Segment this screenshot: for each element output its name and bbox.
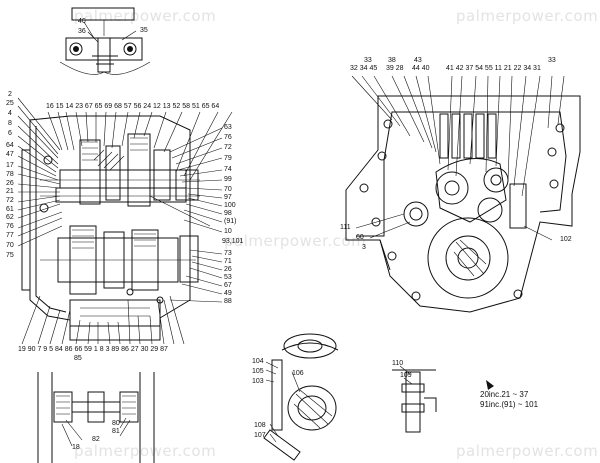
part-label: 26	[6, 180, 14, 187]
part-label: 78	[6, 171, 14, 178]
range-note: 91inc.(91) ~ 101	[480, 400, 539, 409]
part-label: 61	[6, 206, 14, 213]
part-label: 74	[224, 166, 232, 173]
part-label: 46	[78, 18, 86, 25]
top-bracket-detail	[59, 7, 151, 75]
part-label: 53	[224, 274, 232, 281]
part-label: 76	[224, 134, 232, 141]
part-label: 3	[362, 244, 366, 251]
part-label: 10	[224, 228, 232, 235]
part-label: 62	[6, 214, 14, 221]
part-label: 38	[388, 57, 396, 64]
watermark: palmerpower.com	[456, 7, 599, 25]
part-label: 4	[8, 110, 12, 117]
part-label-row: 19 90 7 9 5 84 86 66 59 1 8 3 89 86 27 3…	[18, 346, 168, 353]
range-note: 20inc.21 ~ 37	[480, 390, 529, 399]
part-label: 73	[224, 250, 232, 257]
part-label: 79	[224, 155, 232, 162]
part-label: 107	[254, 432, 266, 439]
part-label: 106	[292, 370, 304, 377]
watermark: palmerpower.com	[456, 442, 599, 460]
part-label: 36	[78, 28, 86, 35]
part-label: 6	[8, 130, 12, 137]
part-label: 72	[6, 197, 14, 204]
part-label: 26	[224, 266, 232, 273]
part-label: 70	[224, 186, 232, 193]
bearing-detail	[263, 333, 339, 461]
right-housing-front-view	[345, 75, 581, 313]
part-label: 76	[6, 223, 14, 230]
part-label: 39 28	[386, 65, 404, 72]
part-label: 21	[6, 188, 14, 195]
bottom-left-shaft-detail	[37, 372, 155, 463]
part-label: 82	[92, 436, 100, 443]
part-label-row: 41 42 37 54 55 11 21 22 34 31	[446, 65, 541, 72]
part-label: 43	[414, 57, 422, 64]
valve-detail	[392, 365, 494, 433]
part-label: 25	[6, 100, 14, 107]
part-label: 33	[364, 57, 372, 64]
watermark: palmerpower.com	[74, 442, 217, 460]
part-label: 109	[400, 372, 412, 379]
part-label: 49	[224, 290, 232, 297]
part-label: 77	[6, 232, 14, 239]
watermark: palmerpower.com	[224, 232, 367, 250]
part-label: 105	[252, 368, 264, 375]
part-label: 70	[6, 242, 14, 249]
part-label: 47	[6, 151, 14, 158]
part-label: 88	[224, 298, 232, 305]
part-label: 64	[6, 142, 14, 149]
part-label: 103	[252, 378, 264, 385]
part-label: 98	[224, 210, 232, 217]
part-label: 111	[340, 224, 351, 231]
part-label: 93,101	[222, 238, 244, 245]
part-label: 104	[252, 358, 264, 365]
part-label: 63	[224, 124, 232, 131]
part-label: 71	[224, 258, 232, 265]
part-label: 18	[72, 444, 80, 451]
part-label: 97	[224, 194, 232, 201]
part-label: 67	[224, 282, 232, 289]
part-label: 108	[254, 422, 266, 429]
part-label: 102	[560, 236, 572, 243]
part-label: 110	[392, 360, 404, 367]
part-label-row: 16 15 14 23 67 65 69 68 57 56 24 12 13 5…	[46, 103, 220, 110]
part-label: 44 40	[412, 65, 430, 72]
part-label: 75	[6, 252, 14, 259]
part-label: 33	[548, 57, 556, 64]
left-transmission-section	[17, 97, 233, 345]
part-label: 35	[140, 27, 148, 34]
part-label: 81	[112, 428, 120, 435]
part-label: 99	[224, 176, 232, 183]
part-label: (91)	[224, 218, 237, 225]
part-label: 17	[6, 162, 14, 169]
part-label: 80	[112, 420, 120, 427]
part-label: 100	[224, 202, 236, 209]
part-label: 8	[8, 120, 12, 127]
part-label: 85	[74, 355, 82, 362]
part-label: 2	[8, 91, 12, 98]
part-label: 60	[356, 234, 364, 241]
part-label: 72	[224, 144, 232, 151]
part-label: 32 34 45	[350, 65, 378, 72]
